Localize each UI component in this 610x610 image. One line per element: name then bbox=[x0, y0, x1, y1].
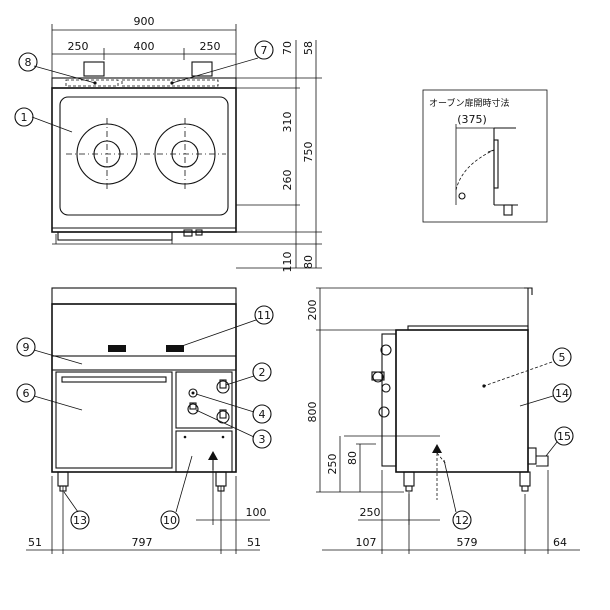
callout-13: 13 bbox=[73, 514, 87, 527]
callout-6: 6 bbox=[23, 387, 30, 400]
dim-middle: 400 bbox=[134, 40, 155, 53]
dim-front-51-right: 51 bbox=[247, 536, 261, 549]
dim-side-64: 64 bbox=[553, 536, 567, 549]
dim-r2: 58 bbox=[302, 41, 315, 55]
callout-12: 12 bbox=[455, 514, 469, 527]
detail-title: オーブン扉開時寸法 bbox=[429, 97, 509, 109]
dim-side-579: 579 bbox=[457, 536, 478, 549]
front-view: 51 797 51 100 11 9 6 2 4 3 10 13 bbox=[16, 287, 274, 554]
top-view: 900 250 400 250 bbox=[14, 15, 322, 273]
callout-15: 15 bbox=[557, 430, 571, 443]
dim-side-250-h: 250 bbox=[360, 506, 381, 519]
dim-r1: 70 bbox=[281, 41, 294, 55]
callout-3: 3 bbox=[259, 433, 266, 446]
vent-left bbox=[108, 345, 126, 352]
dim-left: 250 bbox=[68, 40, 89, 53]
dim-r6: 110 bbox=[281, 252, 294, 273]
dim-r5: 260 bbox=[281, 170, 294, 191]
dim-side-107: 107 bbox=[356, 536, 377, 549]
callout-2: 2 bbox=[259, 366, 266, 379]
callout-7: 7 bbox=[261, 44, 268, 57]
dim-r4: 750 bbox=[302, 142, 315, 163]
dim-side-250-v: 250 bbox=[326, 454, 339, 475]
dim-side-800: 800 bbox=[306, 402, 319, 423]
dim-side-200: 200 bbox=[306, 300, 319, 321]
dim-r7: 80 bbox=[302, 255, 315, 269]
callout-8: 8 bbox=[25, 56, 32, 69]
vent-right bbox=[166, 345, 184, 352]
dim-front-51-left: 51 bbox=[28, 536, 42, 549]
callout-1: 1 bbox=[21, 111, 28, 124]
dim-side-80: 80 bbox=[346, 451, 359, 465]
callout-10: 10 bbox=[163, 514, 177, 527]
dim-right: 250 bbox=[200, 40, 221, 53]
dim-r3: 310 bbox=[281, 112, 294, 133]
callout-9: 9 bbox=[23, 341, 30, 354]
dim-front-797: 797 bbox=[132, 536, 153, 549]
oven-door-detail: オーブン扉開時寸法 (375) bbox=[422, 89, 548, 223]
dim-total-width: 900 bbox=[134, 15, 155, 28]
callout-11: 11 bbox=[257, 309, 271, 322]
detail-dim: (375) bbox=[457, 113, 487, 126]
callout-4: 4 bbox=[259, 408, 266, 421]
callout-14: 14 bbox=[555, 387, 569, 400]
callout-5: 5 bbox=[559, 351, 566, 364]
side-view: 200 800 250 80 250 107 579 64 5 14 15 12 bbox=[306, 287, 580, 554]
dim-front-100: 100 bbox=[246, 506, 267, 519]
